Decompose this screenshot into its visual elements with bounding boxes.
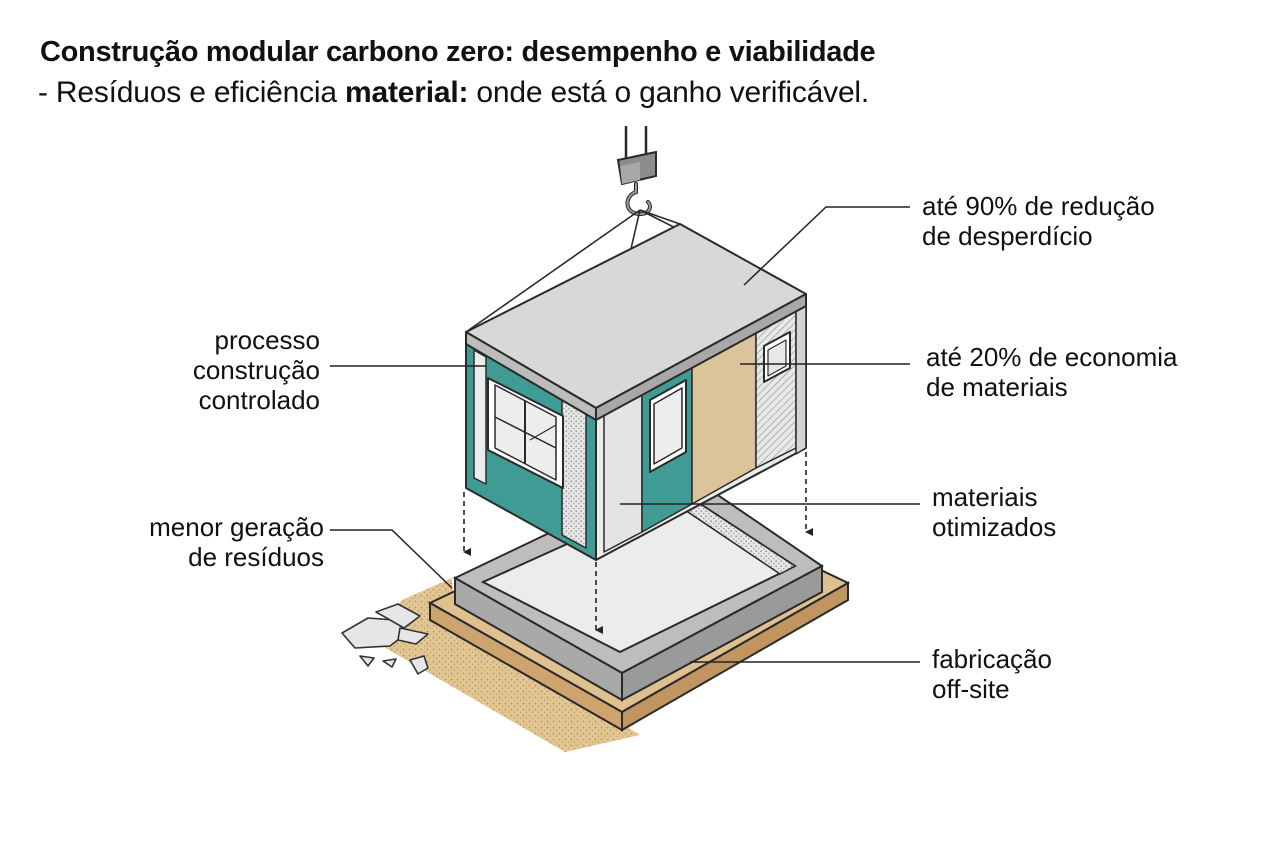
page-subtitle: - Resíduos e eficiência material: onde e…: [38, 76, 869, 110]
subtitle-bold: material:: [345, 76, 469, 109]
house-module: [465, 223, 807, 561]
wood-base-right: [621, 581, 849, 732]
subtitle-prefix: - Resíduos e eficiência: [38, 76, 346, 109]
label-optimized-materials: materiais otimizados: [932, 482, 1057, 542]
leader-lines: [330, 206, 920, 663]
subtitle-suffix: onde está o ganho verificável.: [468, 76, 870, 109]
foundation-front-right: [621, 564, 823, 702]
page-title: Construção modular carbono zero: desempe…: [40, 36, 876, 68]
label-less-waste: menor geração de resíduos: [149, 512, 324, 572]
roof-edge-right: [595, 293, 807, 421]
drop-guides: [463, 452, 813, 634]
debris-pile: [341, 603, 429, 675]
label-waste-reduction: até 90% de redução de desperdício: [922, 191, 1155, 251]
label-offsite-fabrication: fabricação off-site: [932, 644, 1052, 704]
crane-hook: [616, 126, 657, 217]
label-controlled-process: processo construção controlado: [192, 325, 320, 415]
label-material-savings: até 20% de economia de materiais: [926, 342, 1178, 402]
